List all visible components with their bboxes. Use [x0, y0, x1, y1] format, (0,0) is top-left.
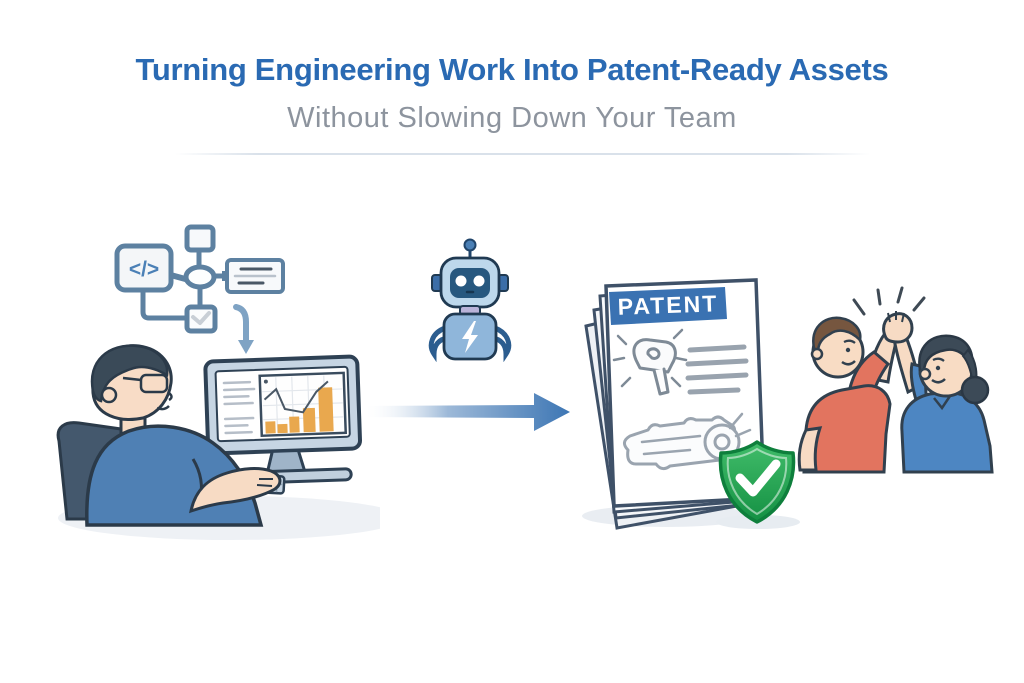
woman-neckline	[933, 395, 952, 411]
nose	[168, 392, 173, 402]
woman-shirt	[900, 390, 994, 474]
code-block-icon	[114, 243, 174, 293]
flow-ellipse-node	[183, 264, 217, 290]
mouth	[156, 405, 170, 411]
glasses-icon	[139, 373, 169, 394]
screen-chart-bars	[265, 387, 334, 434]
man-eye	[845, 347, 851, 353]
flow-arrow-icon	[366, 393, 570, 431]
hand-finger-lines	[887, 311, 905, 323]
joined-hands	[882, 312, 914, 344]
ear	[100, 386, 118, 404]
robot-eye-left	[455, 275, 467, 287]
woman-figure	[882, 311, 994, 474]
robot-eye-right	[473, 275, 485, 287]
man-ear	[810, 347, 824, 361]
page-subtitle: Without Slowing Down Your Team	[287, 102, 737, 134]
man-left-arm	[797, 426, 823, 472]
patent-banner-label: PATENT	[617, 290, 718, 319]
woman-eye	[935, 365, 941, 371]
invention-sketch-lamp	[612, 328, 688, 396]
man-figure	[797, 316, 900, 474]
robot-antenna	[463, 238, 477, 258]
patent-banner	[609, 287, 727, 325]
glasses-temple	[122, 376, 142, 382]
screen-chart	[258, 371, 348, 438]
patent-document-icon: PATENT	[582, 278, 800, 530]
code-flowchart-icon: </>	[114, 224, 285, 354]
woman-eyebrow	[932, 357, 945, 362]
hand-fingers	[256, 478, 273, 487]
screen-text-lines	[222, 380, 256, 435]
code-block-label: </>	[129, 258, 159, 281]
screen-chart-line	[263, 380, 329, 414]
woman-smile	[931, 378, 946, 384]
hair	[90, 344, 169, 403]
note-icon	[225, 258, 285, 294]
typing-arm	[189, 467, 282, 514]
woman-hair-bun	[960, 375, 990, 405]
team-highfive-illustration	[797, 286, 994, 474]
robot-face-screen	[450, 268, 490, 298]
man-smile	[841, 360, 856, 366]
flow-square-node	[184, 224, 216, 253]
checkbox-icon	[184, 304, 218, 334]
man-eyebrow	[843, 339, 856, 344]
lightning-icon	[462, 321, 478, 353]
divider	[175, 153, 870, 155]
check-icon	[735, 459, 781, 497]
page-title: Turning Engineering Work Into Patent-Rea…	[135, 52, 889, 87]
patent-text-lines	[685, 344, 749, 395]
curved-down-arrow-icon	[233, 304, 254, 354]
shield-check-icon	[716, 440, 800, 529]
engineer-workstation-illustration	[56, 344, 380, 540]
robot-icon	[428, 238, 512, 362]
woman-ear	[918, 367, 932, 381]
man-hair	[812, 316, 862, 356]
invention-sketch-machine	[623, 412, 752, 471]
robot-claw-arms	[428, 325, 512, 362]
man-shirt	[802, 384, 892, 474]
